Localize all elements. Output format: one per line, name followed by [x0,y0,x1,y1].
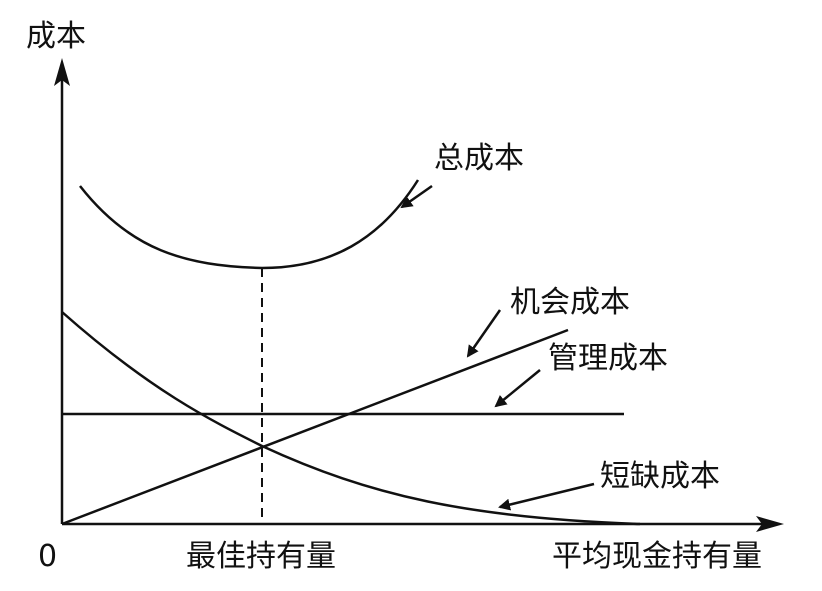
x-axis-arrowhead [756,516,784,532]
shortage-cost-label: 短缺成本 [600,459,720,494]
total-cost-label: 总成本 [434,141,524,176]
opportunity-cost-line [61,328,569,526]
management-cost-pointer [494,369,541,408]
management-cost-label: 管理成本 [548,341,668,376]
shortage-cost-pointer [498,482,595,511]
opportunity-cost-label: 机会成本 [510,285,630,320]
optimal-holding-label: 最佳持有量 [186,539,336,574]
y-axis-label: 成本 [26,19,86,54]
x-axis-label: 平均现金持有量 [552,539,762,574]
total-cost-curve [79,179,420,270]
origin-label: 0 [38,539,57,574]
total-cost-pointer [400,184,433,209]
opportunity-cost-pointer [466,309,502,358]
y-axis-arrowhead [54,58,70,86]
shortage-cost-curve [61,311,641,526]
